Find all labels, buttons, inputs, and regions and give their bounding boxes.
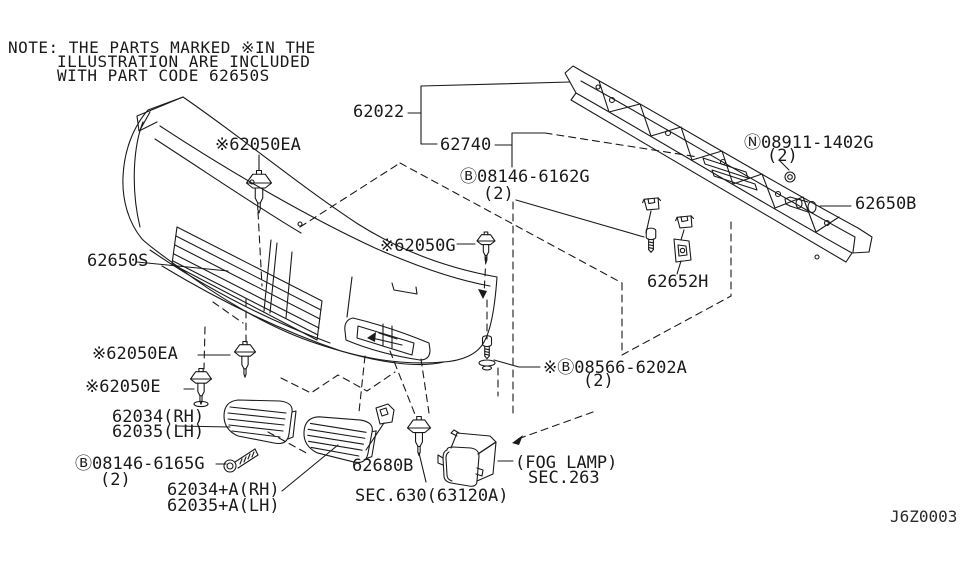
label-part-62034a-rh: 62034+A(RH) <box>167 480 280 500</box>
label-nut-08911-1402g: Ⓝ08911-1402G <box>744 133 874 153</box>
label-screw-08146-6165g: Ⓑ08146-6165G <box>75 454 205 474</box>
clip-62050e <box>189 367 213 407</box>
label-bolt-08146-6162g-qty: (2) <box>483 184 514 204</box>
speednut-clip <box>674 213 696 231</box>
label-part-62650b: 62650B <box>855 194 917 214</box>
label-ref-fog-lamp: (FOG LAMP) <box>515 453 618 473</box>
leader-lines <box>137 82 851 491</box>
bolt-08566-6202a <box>479 335 495 370</box>
fog-lamp-recess <box>345 318 430 360</box>
label-part-62035a-lh: 62035+A(LH) <box>167 496 280 516</box>
label-ref-sec630: SEC.630(63120A) <box>355 486 509 506</box>
label-part-62740: 62740 <box>440 135 492 155</box>
clip-sec630 <box>406 415 432 457</box>
label-clip-62050ea-bottom: ※62050EA <box>92 344 178 364</box>
note-line-1: NOTE: THE PARTS MARKED ※IN THE <box>8 38 316 57</box>
label-assy-62022: 62022 <box>353 102 405 122</box>
nutclip-62652h <box>673 238 692 263</box>
bolt-08146-6162g <box>645 227 657 253</box>
drawing-code: J6Z0003 <box>890 507 958 526</box>
label-screw-08146-6165g-qty: (2) <box>100 470 131 490</box>
label-part-62034-rh: 62034(RH) <box>112 407 205 427</box>
label-clip-62050g: ※62050G <box>380 236 456 256</box>
grille-62034 <box>223 399 297 445</box>
label-part-62652h: 62652H <box>647 272 709 292</box>
label-part-62650s: 62650S <box>87 251 149 271</box>
label-nut-08911-1402g-qty: (2) <box>767 146 798 166</box>
label-part-62035-lh: 62035(LH) <box>112 422 205 442</box>
label-ref-sec263: SEC.263 <box>528 468 600 488</box>
bracket-62680b <box>376 404 394 424</box>
construction-lines <box>204 133 731 455</box>
bumper-grille-opening <box>172 227 322 340</box>
screw-08146-6165g <box>224 449 258 472</box>
bolt-62650b <box>785 197 816 213</box>
nut-08911-1402g <box>785 172 795 182</box>
fog-lamp <box>438 430 496 486</box>
label-bolt-08566-6202a-qty: (2) <box>583 371 614 391</box>
bumper-fascia <box>123 97 497 365</box>
label-bolt-08146-6162g: Ⓑ08146-6162G <box>460 167 590 187</box>
bar-finisher-strips <box>703 158 757 190</box>
clip-62050ea-bottom <box>233 340 257 378</box>
label-clip-62050ea-top: ※62050EA <box>215 135 301 155</box>
note-line-3: WITH PART CODE 62650S <box>57 66 270 85</box>
label-clip-62050e: ※62050E <box>85 377 161 397</box>
speednut-clip <box>641 195 663 213</box>
label-part-62680b: 62680B <box>352 456 414 476</box>
reinforcement-bar <box>565 66 872 262</box>
label-bolt-08566-6202a: ※Ⓑ08566-6202A <box>543 358 687 378</box>
note-line-2: ILLUSTRATION ARE INCLUDED <box>57 52 311 71</box>
